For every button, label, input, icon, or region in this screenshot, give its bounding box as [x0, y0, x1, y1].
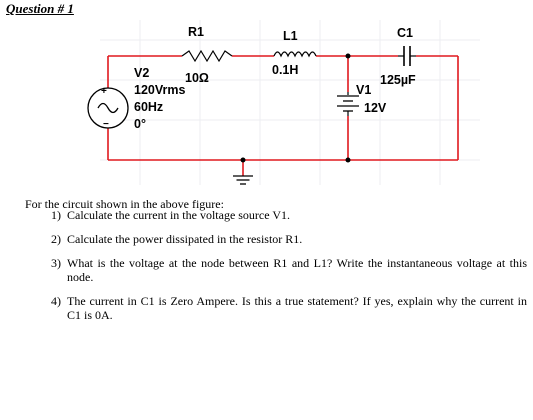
list-item: 2) Calculate the power dissipated in the…	[25, 232, 527, 246]
l1-name: L1	[283, 29, 298, 43]
question-number: 4)	[51, 294, 61, 308]
wires	[107, 55, 459, 176]
v2-phase: 0°	[134, 117, 146, 131]
v2-name: V2	[134, 66, 149, 80]
v2-frequency: 60Hz	[134, 100, 163, 114]
svg-text:+: +	[101, 86, 107, 97]
circuit-diagram: R1 10Ω L1 0.1H C1 125µF V1 12V + − V2 12…	[87, 20, 480, 185]
v2-amplitude: 120Vrms	[134, 83, 185, 97]
question-heading: Question # 1	[6, 1, 74, 16]
list-item: 1) Calculate the current in the voltage …	[25, 208, 527, 222]
question-text: The current in C1 is Zero Ampere. Is thi…	[67, 294, 527, 322]
question-number: 3)	[51, 256, 61, 270]
list-item: 3) What is the voltage at the node betwe…	[25, 256, 527, 284]
r1-name: R1	[188, 25, 204, 39]
question-text: What is the voltage at the node between …	[67, 256, 527, 284]
r1-value: 10Ω	[185, 71, 209, 85]
resistor-r1-symbol	[181, 49, 233, 63]
inductor-l1-symbol	[273, 51, 317, 58]
question-text: Calculate the current in the voltage sou…	[67, 208, 291, 222]
question-number: 2)	[51, 232, 61, 246]
c1-name: C1	[397, 26, 413, 40]
capacitor-c1-symbol	[398, 46, 416, 66]
junction-dot	[240, 157, 246, 163]
ground-icon	[233, 175, 253, 185]
battery-v1-symbol	[337, 92, 359, 116]
v1-value: 12V	[364, 101, 387, 115]
v1-name: V1	[356, 83, 371, 97]
junction-dot	[345, 157, 351, 163]
question-number: 1)	[51, 208, 61, 222]
question-intro: For the circuit shown in the above figur…	[25, 197, 224, 211]
l1-value: 0.1H	[272, 63, 298, 77]
question-list: 1) Calculate the current in the voltage …	[25, 208, 527, 332]
list-item: 4) The current in C1 is Zero Ampere. Is …	[25, 294, 527, 322]
c1-value: 125µF	[380, 73, 416, 87]
junction-dot	[345, 53, 351, 59]
ac-source-v2-symbol: + −	[87, 86, 129, 130]
svg-text:−: −	[103, 119, 109, 130]
question-text: Calculate the power dissipated in the re…	[67, 232, 303, 246]
